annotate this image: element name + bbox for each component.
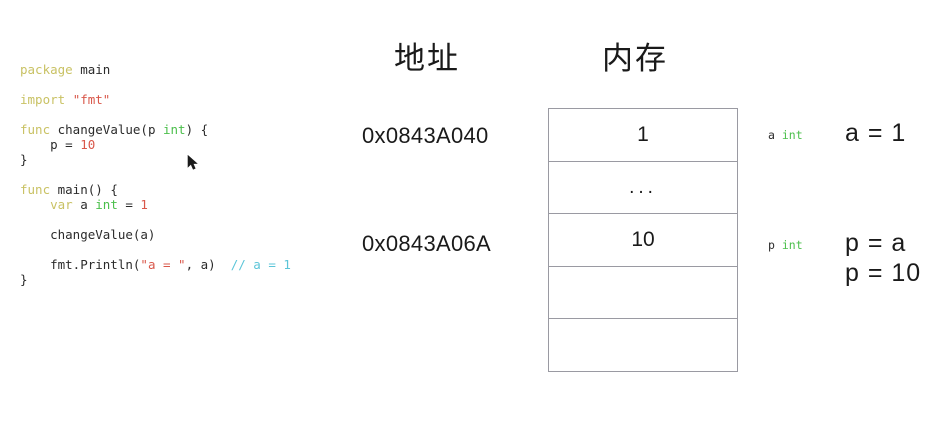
code-token-9-2: a	[72, 197, 96, 212]
code-line-14: }	[20, 272, 340, 287]
go-code-block: package main import "fmt" func changeVal…	[20, 62, 340, 287]
code-token-13-3: // a = 1	[230, 257, 291, 272]
code-token-6-0: }	[20, 152, 28, 167]
variable-declaration-p: p int	[768, 238, 803, 252]
code-token-9-5: 1	[140, 197, 148, 212]
code-line-9: var a int = 1	[20, 197, 340, 212]
memory-cell-3	[548, 265, 738, 320]
code-line-1	[20, 77, 340, 92]
code-token-9-1: var	[50, 197, 73, 212]
memory-address-label-1: 0x0843A06A	[362, 231, 491, 256]
code-token-5-1: 10	[80, 137, 96, 152]
memory-cell-1: ...	[548, 160, 738, 215]
code-token-4-2: int	[163, 122, 186, 137]
code-token-0-0: package	[20, 62, 73, 77]
code-token-9-3: int	[95, 197, 118, 212]
memory-cell-4	[548, 318, 738, 372]
code-line-10	[20, 212, 340, 227]
code-token-5-0: p =	[20, 137, 81, 152]
code-line-7	[20, 167, 340, 182]
code-token-2-2: "fmt"	[72, 92, 111, 107]
memory-cell-value-0: 1	[637, 122, 649, 146]
code-token-2-1	[65, 92, 73, 107]
variable-value-p-line-2: p = 10	[845, 259, 922, 287]
column-heading-memory: 内存	[602, 41, 668, 77]
variable-value-p-line-1: p = a	[845, 229, 907, 257]
variable-type-a: int	[781, 128, 803, 142]
code-line-2: import "fmt"	[20, 92, 340, 107]
column-heading-address: 地址	[394, 41, 460, 77]
code-token-13-1: "a = "	[140, 257, 186, 272]
code-line-3	[20, 107, 340, 122]
variable-name-p: p	[768, 238, 775, 252]
memory-cell-0: 1	[548, 108, 738, 162]
code-line-4: func changeValue(p int) {	[20, 122, 340, 137]
code-token-14-0: }	[20, 272, 28, 287]
code-line-11: changeValue(a)	[20, 227, 340, 242]
code-token-9-0	[20, 197, 50, 212]
memory-cell-value-2: 10	[631, 227, 655, 251]
code-line-13: fmt.Println("a = ", a) // a = 1	[20, 257, 340, 272]
code-token-13-2: , a)	[185, 257, 231, 272]
code-line-5: p = 10	[20, 137, 340, 152]
variable-declaration-a: a int	[768, 128, 803, 142]
code-token-0-2: main	[80, 62, 111, 77]
code-token-8-1: main() {	[50, 182, 118, 197]
code-line-8: func main() {	[20, 182, 340, 197]
memory-cell-value-1: ...	[629, 176, 657, 198]
code-token-9-4: =	[117, 197, 141, 212]
decl-space-p	[775, 238, 782, 252]
code-line-12	[20, 242, 340, 257]
memory-cell-2: 10	[548, 213, 738, 267]
variable-value-a: a = 1	[845, 119, 907, 147]
code-token-11-0: changeValue(a)	[20, 227, 156, 242]
memory-address-label-0: 0x0843A040	[362, 123, 489, 148]
code-token-4-3: ) {	[185, 122, 209, 137]
code-line-0: package main	[20, 62, 340, 77]
code-token-13-0: fmt.Println(	[20, 257, 141, 272]
variable-type-p: int	[781, 238, 803, 252]
code-token-4-0: func	[20, 122, 51, 137]
decl-space-a	[775, 128, 782, 142]
code-token-2-0: import	[20, 92, 66, 107]
variable-name-a: a	[768, 128, 775, 142]
code-token-4-1: changeValue(p	[50, 122, 163, 137]
memory-table: 1... 10	[548, 108, 738, 372]
code-token-8-0: func	[20, 182, 51, 197]
code-line-6: }	[20, 152, 340, 167]
